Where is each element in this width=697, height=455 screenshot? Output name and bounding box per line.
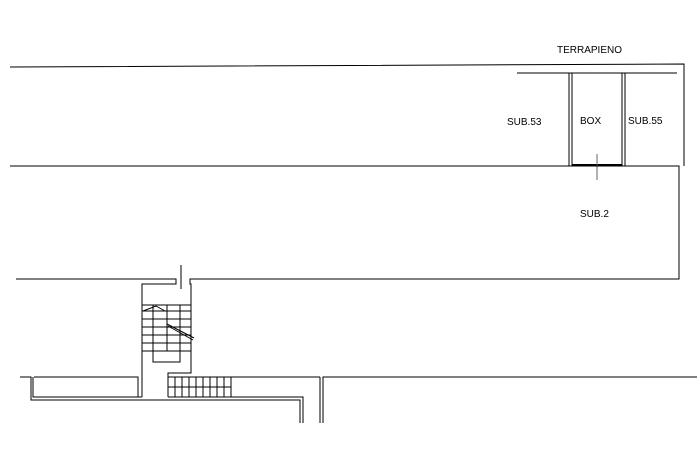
box-partitions xyxy=(568,73,626,180)
label-box: BOX xyxy=(580,116,601,127)
lower-walls xyxy=(20,376,697,423)
sub2-outline xyxy=(10,165,680,397)
staircase xyxy=(142,304,195,363)
upper-wall xyxy=(9,63,685,166)
lower-staircase xyxy=(168,376,320,398)
label-sub53: SUB.53 xyxy=(507,117,542,128)
label-sub2: SUB.2 xyxy=(580,209,609,220)
label-sub55: SUB.55 xyxy=(628,116,663,127)
label-terrapieno: TERRAPIENO xyxy=(557,45,622,56)
